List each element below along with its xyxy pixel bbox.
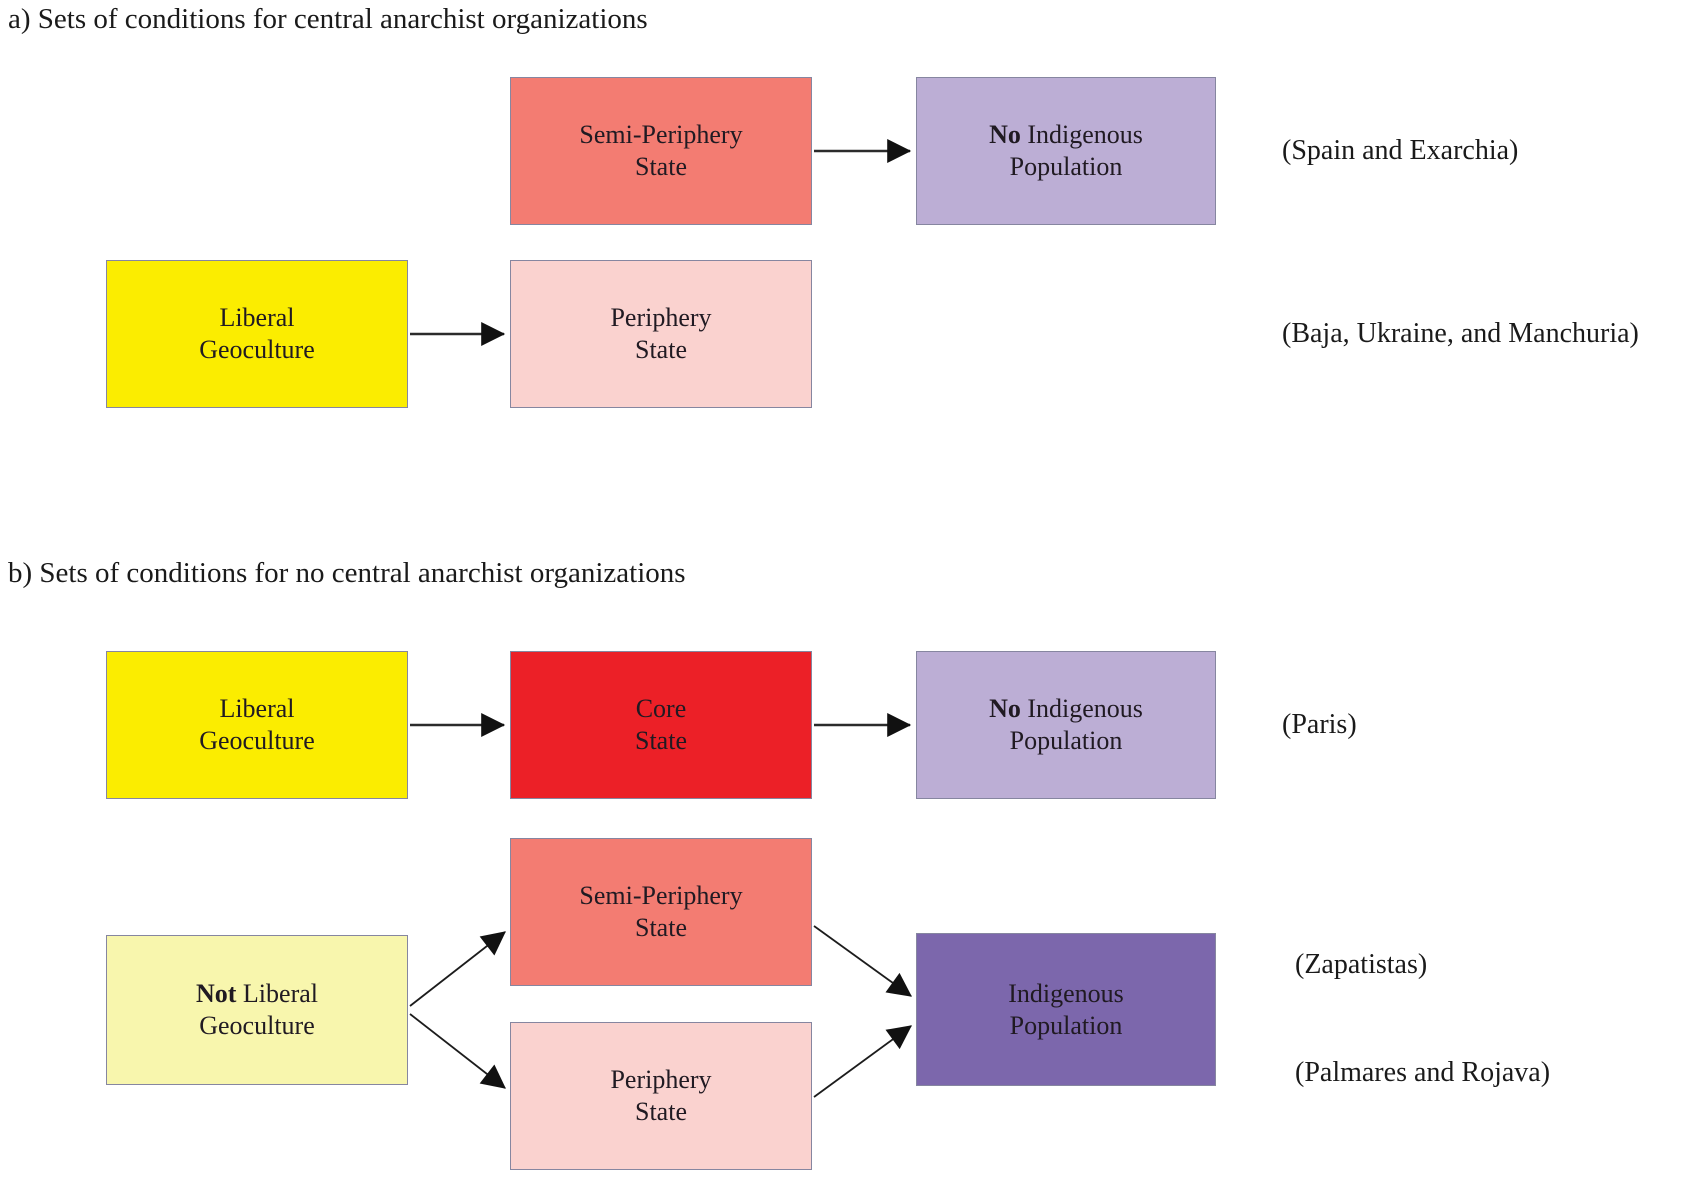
arrow-b-notliberal-to-semi (409, 931, 506, 1007)
section-a-title: a) Sets of conditions for central anarch… (8, 3, 648, 35)
annotation-baja-ukraine-manchuria: (Baja, Ukraine, and Manchuria) (1282, 318, 1639, 349)
annotation-spain-exarchia: (Spain and Exarchia) (1282, 135, 1519, 166)
annotation-palmares-rojava: (Palmares and Rojava) (1295, 1057, 1551, 1088)
section-b-title: b) Sets of conditions for no central ana… (8, 557, 686, 589)
arrow-b-periphery-to-indigenous (813, 1025, 912, 1098)
annotation-zapatistas: (Zapatistas) (1295, 949, 1428, 980)
arrow-b-semi-to-indigenous (813, 925, 912, 997)
arrow-b-notliberal-to-periphery (409, 1013, 506, 1089)
annotation-paris: (Paris) (1282, 709, 1357, 740)
